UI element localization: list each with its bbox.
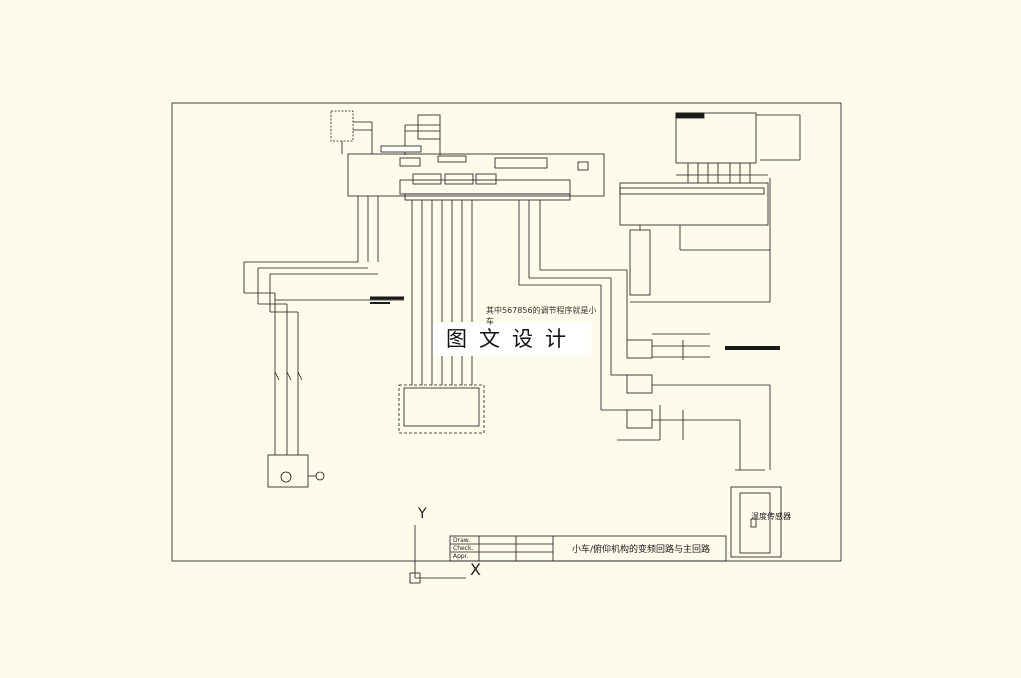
terminal-strip — [404, 193, 571, 201]
title-block-draw: Draw. — [453, 537, 471, 544]
ucs-x-label: X — [470, 560, 481, 579]
watermark: 图文设计 — [433, 322, 591, 356]
relay-k2 — [626, 374, 653, 394]
title-block — [449, 535, 727, 562]
plc-header — [675, 112, 757, 164]
relay-box — [417, 114, 441, 140]
title-block-appr: Appr. — [453, 553, 469, 560]
relay-k1 — [626, 339, 653, 359]
temperature-sensor-label: 温度传感器 — [751, 512, 791, 521]
ucs-y-label: Y — [418, 506, 427, 522]
drawing-title: 小车/俯仰机构的变频回路与主回路 — [571, 545, 711, 555]
title-block-check: Check. — [453, 545, 474, 552]
relay-k3 — [626, 409, 653, 429]
sensor-box — [730, 486, 782, 558]
annotation-note: 其中567856的调节程序就是小车 — [486, 306, 597, 326]
brake-unit-block — [398, 384, 485, 434]
motor-box — [267, 454, 309, 488]
fuse-box — [330, 110, 354, 142]
inverter-block — [347, 153, 605, 197]
plc-module — [619, 182, 769, 226]
